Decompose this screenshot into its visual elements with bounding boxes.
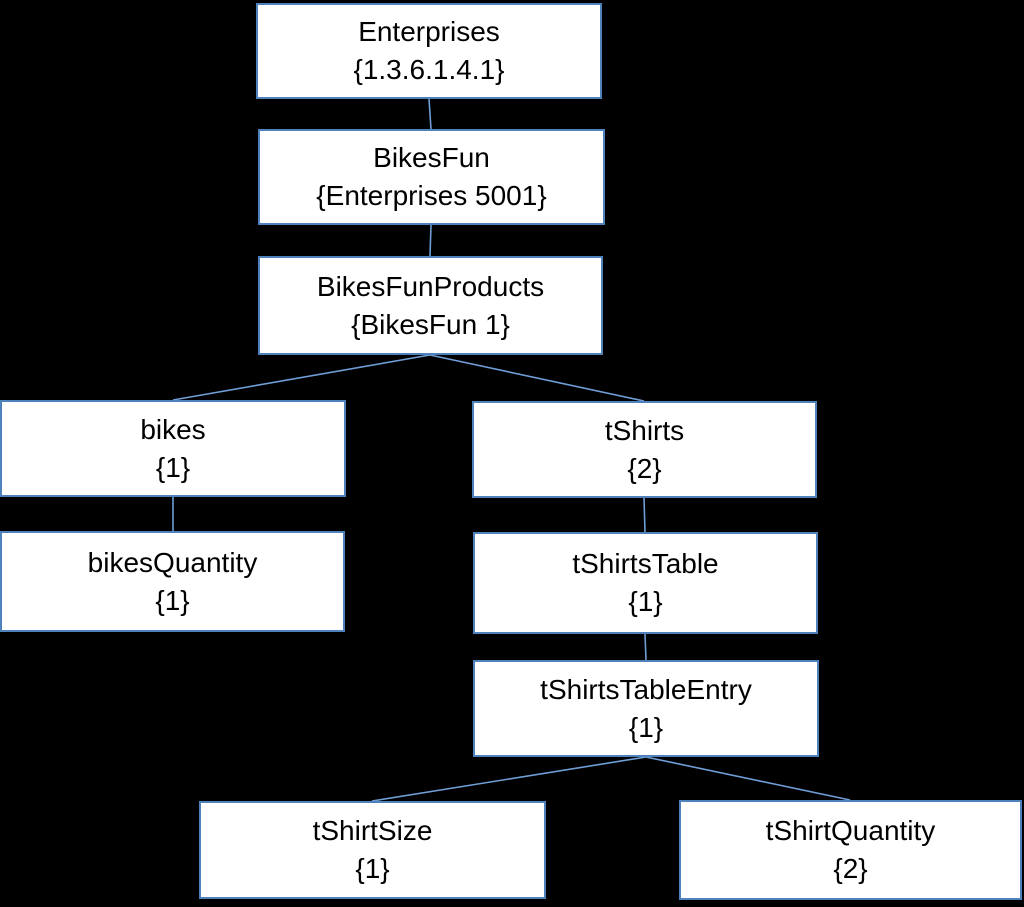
connector-tshirtstableentry-tshirtquantity [645,756,851,801]
connector-tshirtstable-tshirtstableentry [644,633,647,661]
node-tshirtsize: tShirtSize {1} [199,801,546,899]
node-tshirtstableentry: tShirtsTableEntry {1} [473,660,819,757]
node-bikes-label: bikes [140,413,206,445]
node-tshirts: tShirts {2} [472,401,817,498]
connector-enterprises-bikesfun [428,98,432,130]
node-tshirtsize-oid: {1} [355,853,390,884]
node-bikes-oid: {1} [155,451,191,483]
node-tshirtstableentry-label: tShirtsTableEntry [540,673,752,705]
node-tshirtquantity-label: tShirtQuantity [765,815,936,846]
node-tshirtquantity: tShirtQuantity {2} [679,800,1022,900]
node-bikes: bikes {1} [0,400,346,497]
node-tshirts-label: tShirts [604,414,685,446]
connector-tshirts-tshirtstable [643,497,646,533]
node-bikesquantity-oid: {1} [155,584,190,616]
node-enterprises: Enterprises {1.3.6.1.4.1} [256,3,602,99]
node-tshirtsize-label: tShirtSize [312,815,433,846]
node-tshirtstable: tShirtsTable {1} [473,532,818,634]
node-bikesfunproducts-oid: {BikesFun 1} [351,308,510,340]
node-bikesfun-label: BikesFun [373,142,490,173]
node-tshirtquantity-oid: {2} [833,853,868,884]
node-bikesfun: BikesFun {Enterprises 5001} [258,129,605,225]
node-tshirtstable-label: tShirtsTable [572,548,719,579]
node-tshirtstableentry-oid: {1} [628,711,664,743]
node-bikesfunproducts: BikesFunProducts {BikesFun 1} [258,256,603,355]
connector-bikesfun-bikesfunproducts [429,224,432,257]
node-tshirtstable-oid: {1} [628,586,663,617]
node-bikesquantity-label: bikesQuantity [87,546,258,578]
node-bikesfunproducts-label: BikesFunProducts [316,270,545,302]
node-enterprises-label: Enterprises [358,16,500,47]
node-bikesquantity: bikesQuantity {1} [0,531,345,632]
connector-bikesfunproducts-tshirts [429,354,645,402]
node-bikesfun-oid: {Enterprises 5001} [316,180,547,211]
node-enterprises-oid: {1.3.6.1.4.1} [353,54,505,85]
node-tshirts-oid: {2} [627,452,662,484]
connector-tshirtstableentry-tshirtsize [371,756,647,802]
connector-bikesfunproducts-bikes [172,354,431,401]
